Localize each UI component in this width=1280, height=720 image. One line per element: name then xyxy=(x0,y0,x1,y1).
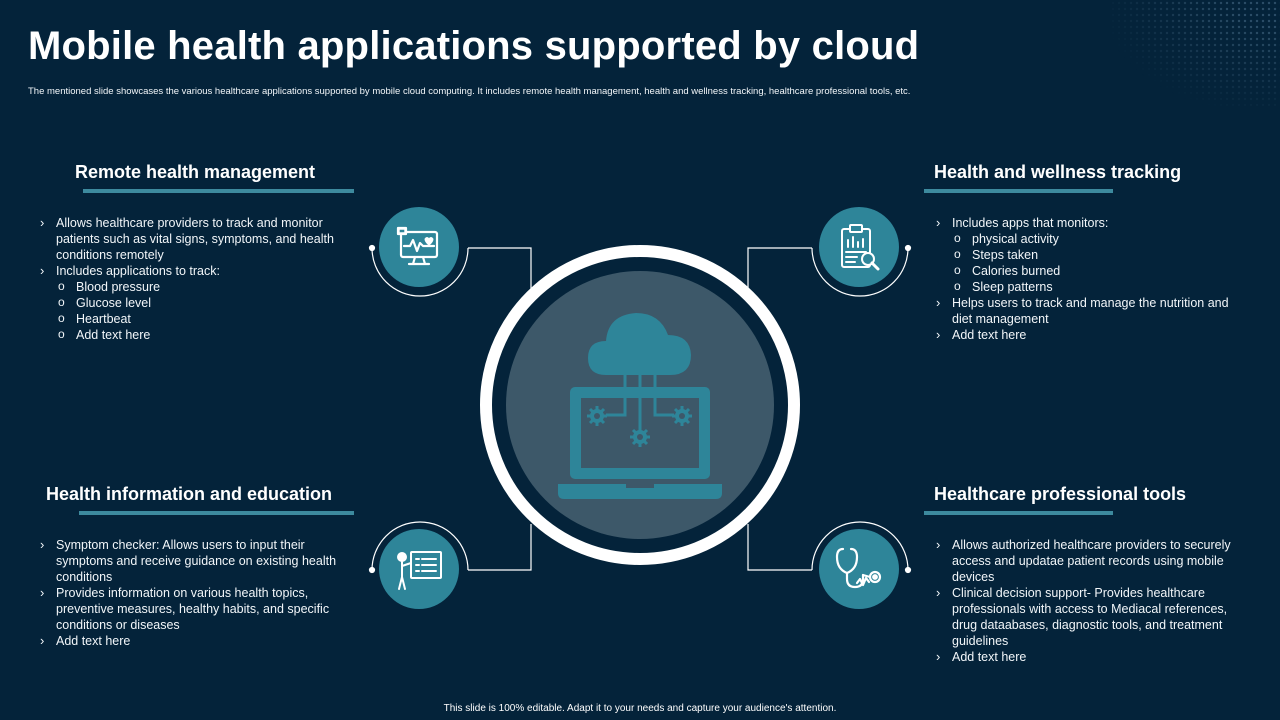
bullet-list: Allows healthcare providers to track and… xyxy=(36,215,354,343)
sub-list-item: physical activity xyxy=(952,230,1250,247)
list-item: Add text here xyxy=(36,633,354,649)
list-item: Add text here xyxy=(932,649,1250,665)
section-title-underline xyxy=(924,189,1113,193)
page-title: Mobile health applications supported by … xyxy=(28,24,920,68)
section-title: Healthcare professional tools xyxy=(934,484,1187,504)
section-title-underline xyxy=(83,189,354,193)
sub-list-item: Glucose level xyxy=(56,294,354,311)
sub-list-item: Add text here xyxy=(56,326,354,343)
list-item: Helps users to track and manage the nutr… xyxy=(932,295,1250,327)
list-item: Clinical decision support- Provides heal… xyxy=(932,585,1250,649)
section-title-underline xyxy=(924,511,1113,515)
sub-list: Blood pressure Glucose level Heartbeat A… xyxy=(56,278,354,343)
section-title-underline xyxy=(79,511,354,515)
section-healthcare-professional-tools: Healthcare professional tools Allows aut… xyxy=(924,484,1250,665)
center-cloud-laptop-graphic xyxy=(480,245,800,565)
section-title: Remote health management xyxy=(74,162,316,182)
section-remote-health-management: Remote health management Allows healthca… xyxy=(36,162,354,343)
sub-list-item: Sleep patterns xyxy=(952,278,1250,295)
list-item: Symptom checker: Allows users to input t… xyxy=(36,537,354,585)
stethoscope-icon xyxy=(819,529,899,609)
sub-list-item: Blood pressure xyxy=(56,278,354,295)
list-item: Includes apps that monitors: physical ac… xyxy=(932,215,1250,295)
clipboard-chart-icon xyxy=(819,207,899,287)
bullet-list: Symptom checker: Allows users to input t… xyxy=(36,537,354,649)
sub-list-item: Steps taken xyxy=(952,246,1250,263)
presentation-board-icon xyxy=(379,529,459,609)
sub-list-item: Calories burned xyxy=(952,262,1250,279)
section-title: Health and wellness tracking xyxy=(934,162,1182,182)
section-health-wellness-tracking: Health and wellness tracking Includes ap… xyxy=(924,162,1250,343)
decorative-dot-pattern xyxy=(1110,0,1280,110)
section-health-information-education: Health information and education Symptom… xyxy=(36,484,354,649)
cloud-laptop-icon xyxy=(558,313,722,499)
list-item: Allows authorized healthcare providers t… xyxy=(932,537,1250,585)
sub-list-item: Heartbeat xyxy=(56,310,354,327)
bullet-list: Includes apps that monitors: physical ac… xyxy=(932,215,1250,343)
list-item-label: Includes applications to track: xyxy=(56,264,220,278)
list-item: Add text here xyxy=(932,327,1250,343)
page-subtitle: The mentioned slide showcases the variou… xyxy=(28,86,911,97)
bullet-list: Allows authorized healthcare providers t… xyxy=(932,537,1250,665)
heart-monitor-icon xyxy=(379,207,459,287)
list-item: Allows healthcare providers to track and… xyxy=(36,215,354,263)
section-title: Health information and education xyxy=(46,484,333,504)
sub-list: physical activity Steps taken Calories b… xyxy=(952,230,1250,295)
footer-note: This slide is 100% editable. Adapt it to… xyxy=(443,703,837,714)
list-item-label: Includes apps that monitors: xyxy=(952,216,1109,230)
list-item: Provides information on various health t… xyxy=(36,585,354,633)
list-item: Includes applications to track: Blood pr… xyxy=(36,263,354,343)
